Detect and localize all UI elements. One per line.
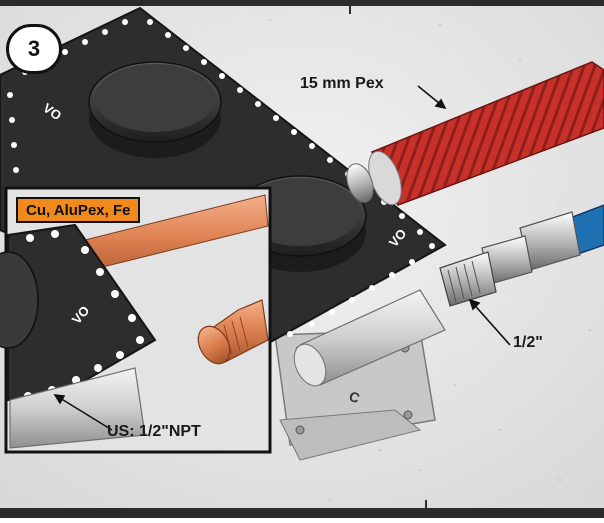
- half-leader-arrow: [468, 298, 481, 311]
- half-leader: [469, 299, 511, 346]
- valve-cap-upper-top: [95, 64, 215, 132]
- npt-leader-arrow: [53, 394, 66, 405]
- bracket-screw-3: [295, 425, 305, 435]
- fitting-size-label: 1/2": [513, 334, 543, 351]
- bracket-screw-4: [403, 410, 413, 420]
- inset-copper-fitting: [197, 299, 269, 365]
- top-frame: [0, 0, 604, 6]
- npt-leader: [54, 394, 113, 431]
- pipe-sleeve: [293, 289, 446, 387]
- callout-leaders: [53, 85, 511, 431]
- blue-pipe-assembly: [439, 204, 604, 307]
- wall-speckles: [269, 19, 592, 501]
- pex-pipe: [346, 61, 604, 206]
- inset-valve-cap: [0, 251, 39, 349]
- pex-leader-arrow: [434, 98, 447, 110]
- npt-thread-label: US: 1/2"NPT: [107, 423, 201, 440]
- mounting-bracket-lower: [279, 409, 422, 461]
- step-number-badge: 3: [6, 24, 62, 74]
- inset-detail: VO: [0, 186, 272, 454]
- pex-pipe-label: 15 mm Pex: [300, 75, 384, 92]
- bottom-frame: [0, 508, 604, 518]
- materials-tag: Cu, AluPex, Fe: [16, 197, 141, 223]
